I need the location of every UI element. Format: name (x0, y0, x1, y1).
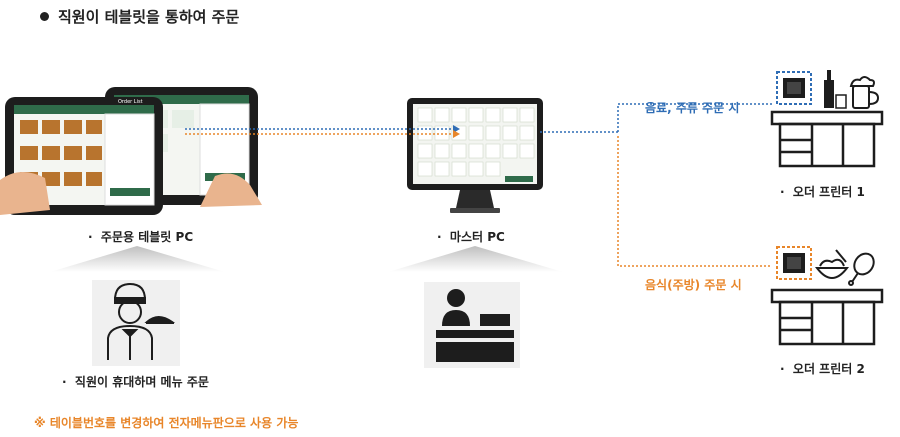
bowl-icon (814, 249, 850, 279)
cashier-icon (424, 282, 520, 368)
printer1-icon (776, 71, 812, 105)
drink-route-line (185, 103, 772, 133)
drumstick-icon (848, 252, 875, 286)
staff-caption: · 직원이 휴대하며 메뉴 주문 (62, 375, 209, 389)
hand-left (0, 171, 50, 215)
waiter-icon (92, 280, 180, 366)
footnote: ※ 테이블번호를 변경하여 전자메뉴판으로 사용 가능 (34, 416, 299, 430)
food-route-line (185, 133, 772, 267)
food-route-label: 음식(주방) 주문 시 (645, 278, 742, 292)
bullet-icon (40, 12, 49, 21)
master-caption: · 마스터 PC (437, 230, 505, 244)
tablet-front (0, 97, 262, 215)
master-fan (388, 246, 563, 272)
tablet-fan (50, 246, 225, 272)
master-pc-monitor (407, 98, 543, 213)
orange-arrow-icon (453, 130, 460, 138)
counter2-icon (770, 288, 884, 346)
page-title: 직원이 테블릿을 통하여 주문 (40, 6, 239, 27)
order-list-label: Order List (118, 99, 143, 105)
counter1-icon (770, 110, 884, 168)
bottle-icon (824, 70, 847, 109)
tablet-caption: · 주문용 테블릿 PC (88, 230, 194, 244)
drink-route-label: 음료, 주류 주문 시 (645, 101, 740, 115)
printer2-icon (776, 246, 812, 280)
beer-mug-icon (849, 76, 880, 109)
printer2-caption: · 오더 프린터 2 (780, 362, 865, 376)
printer1-caption: · 오더 프린터 1 (780, 185, 865, 199)
hand-right (200, 173, 262, 207)
title-text: 직원이 테블릿을 통하여 주문 (58, 8, 240, 26)
